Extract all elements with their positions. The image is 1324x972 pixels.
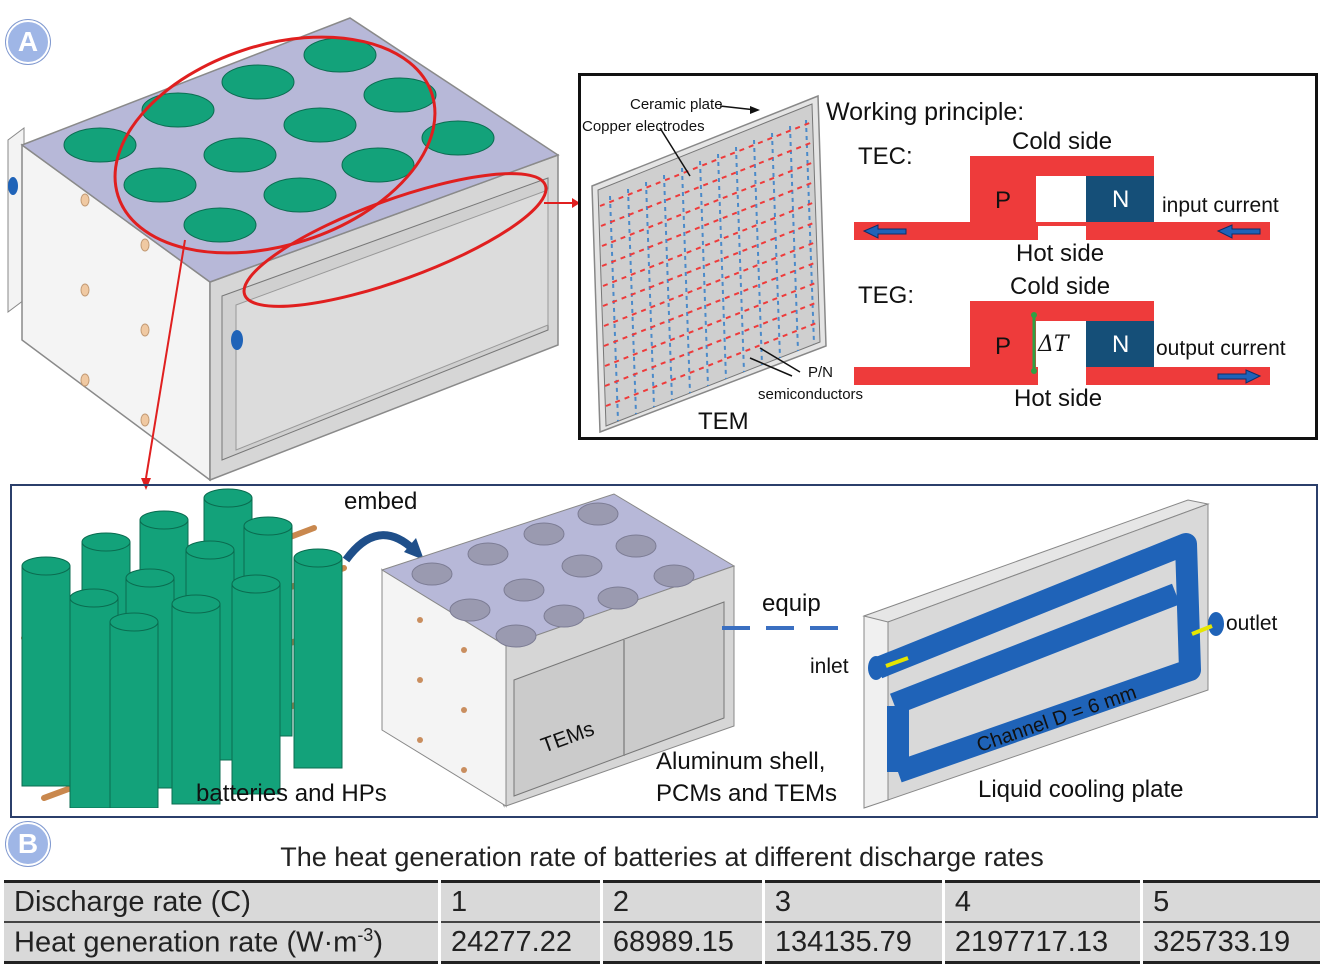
label-aluminum-shell: Aluminum shell, (656, 748, 826, 775)
discharge-rate-cell: 5 (1140, 881, 1320, 923)
label-inlet: inlet (810, 655, 849, 678)
label-semiconductors: semiconductors (758, 386, 864, 403)
unit-superscript: -3 (357, 924, 374, 945)
liquid-cooling-plate-illustration (862, 499, 1224, 809)
assembly-panel (10, 484, 1318, 818)
table-row-heat-generation-rate: Heat generation rate (W·m-3) 24277.22 68… (4, 922, 1320, 963)
heat-rate-cell: 24277.22 (438, 922, 602, 963)
unit-close: ) (373, 926, 383, 959)
tec-label: TEC: (858, 143, 913, 170)
discharge-rate-cell: 2 (599, 881, 764, 923)
table-row-discharge-rate: Discharge rate (C) 1 2 3 4 5 (4, 881, 1320, 923)
teg-p: P (995, 333, 1012, 360)
panel-label-b: B (6, 822, 50, 866)
aluminum-shell-illustration (380, 493, 736, 808)
tec-cold-side: Cold side (1012, 128, 1113, 155)
embed-arrow (342, 531, 424, 563)
teg-diagram (854, 301, 1270, 385)
tec-n: N (1112, 186, 1130, 213)
teg-cold-side: Cold side (1010, 273, 1111, 300)
tec-diagram (854, 156, 1270, 240)
label-tem: TEM (698, 408, 749, 435)
row-label-discharge-rate: Discharge rate (C) (4, 881, 440, 923)
teg-label: TEG: (858, 282, 915, 309)
working-principle-title: Working principle: (826, 98, 1025, 126)
discharge-rate-cell: 1 (438, 881, 602, 923)
teg-n: N (1112, 331, 1130, 358)
label-embed: embed (344, 488, 418, 515)
row-label-heat-generation-rate: Heat generation rate (W·m-3) (4, 922, 440, 963)
table-title: The heat generation rate of batteries at… (280, 842, 1044, 872)
discharge-rate-cell: 4 (941, 881, 1142, 923)
label-liquid-cooling-plate: Liquid cooling plate (978, 776, 1184, 803)
teg-hot-side: Hot side (1014, 385, 1103, 412)
discharge-rate-cell: 3 (761, 881, 944, 923)
heat-rate-cell: 2197717.13 (941, 922, 1142, 963)
panel-label-a: A (6, 20, 50, 64)
heat-rate-cell: 68989.15 (599, 922, 764, 963)
tec-hot-side: Hot side (1016, 240, 1105, 267)
label-pcms-and-tems: PCMs and TEMs (656, 780, 837, 807)
tem-module-illustration (591, 94, 827, 434)
batteries-and-heat-pipes-illustration (21, 488, 347, 808)
teg-delta-t: ΔT (1038, 332, 1069, 357)
teg-output-current: output current (1156, 337, 1286, 360)
tem-panel (578, 73, 1318, 440)
label-ceramic-plate: Ceramic plate (630, 96, 723, 113)
label-copper-electrodes: Copper electrodes (582, 118, 705, 135)
battery-module-illustration (7, 17, 580, 490)
label-equip: equip (762, 590, 821, 617)
label-outlet: outlet (1226, 612, 1278, 635)
heat-rate-label-text: Heat generation rate (W·m (14, 926, 358, 959)
heat-generation-table: Discharge rate (C) 1 2 3 4 5 Heat genera… (4, 880, 1320, 966)
equip-connector (722, 626, 854, 630)
heat-rate-cell: 325733.19 (1140, 922, 1320, 963)
label-batteries-and-hps: batteries and HPs (196, 780, 387, 807)
tec-input-current: input current (1162, 194, 1279, 217)
label-pn: P/N (808, 364, 834, 381)
heat-rate-cell: 134135.79 (761, 922, 944, 963)
tec-p: P (995, 187, 1012, 214)
